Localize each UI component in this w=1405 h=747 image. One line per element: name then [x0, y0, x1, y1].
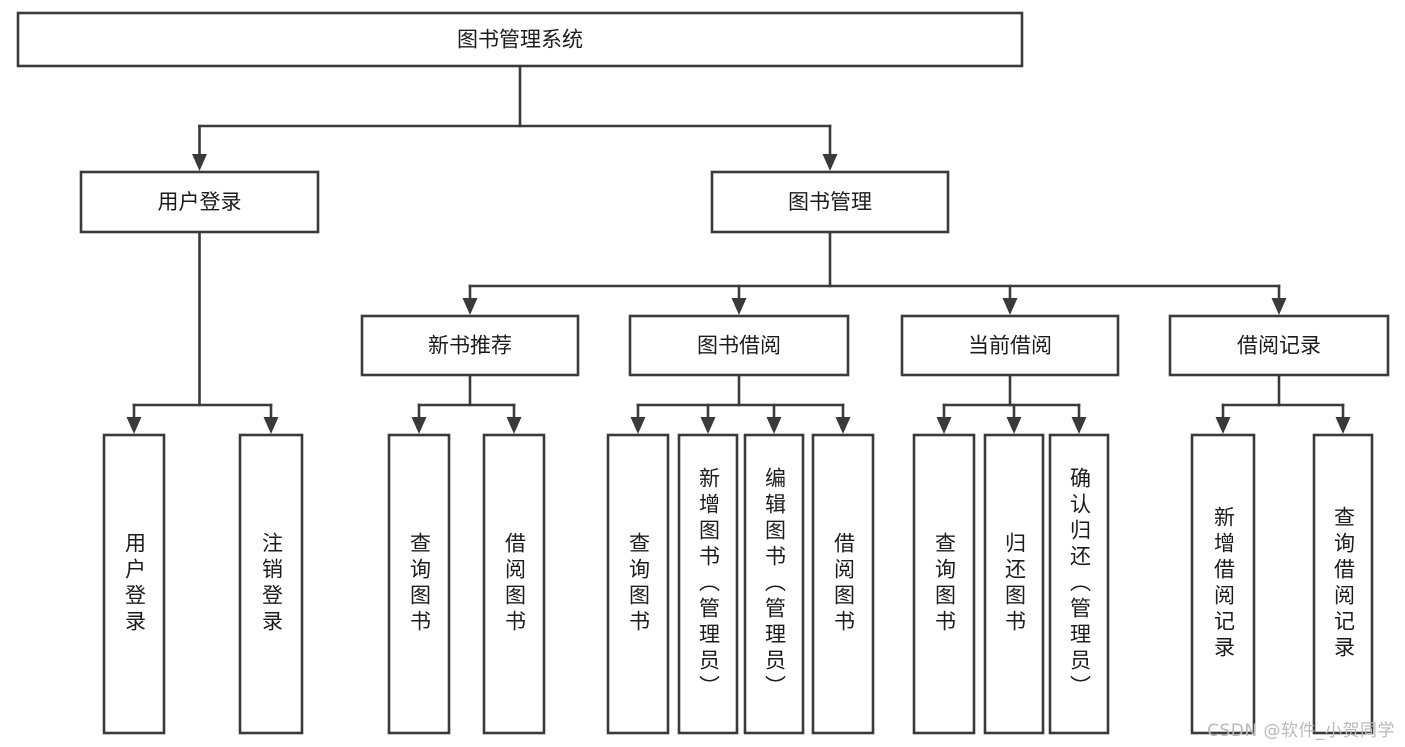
node-new-book-rec[interactable]: 新书推荐 [360, 314, 580, 377]
arrow-head-icon [835, 417, 851, 434]
node-box[interactable] [482, 433, 546, 735]
arrow-head-icon [126, 417, 142, 434]
node-leaf-add-book[interactable] [677, 433, 739, 735]
watermark: CSDN @软件_小贺同学 [1207, 721, 1395, 741]
node-book-borrow[interactable]: 图书借阅 [628, 314, 850, 377]
arrow-head-icon [936, 417, 952, 434]
arrow-head-icon [462, 298, 478, 315]
node-box[interactable] [606, 433, 670, 735]
arrow-head-icon [1071, 417, 1087, 434]
node-label: 借阅记录 [1237, 334, 1321, 358]
arrow-head-icon [1002, 298, 1018, 315]
node-box[interactable] [811, 433, 875, 735]
node-box[interactable] [387, 433, 451, 735]
node-leaf-confirm-return[interactable] [1048, 433, 1110, 735]
node-box[interactable] [1312, 433, 1374, 735]
node-leaf-user-login[interactable] [102, 433, 166, 735]
arrow-head-icon [630, 417, 646, 434]
arrow-head-icon [766, 417, 782, 434]
node-leaf-borrow-book-rec[interactable] [482, 433, 546, 735]
node-box[interactable] [360, 314, 580, 377]
node-leaf-return-book[interactable] [983, 433, 1045, 735]
node-label: 图书管理系统 [457, 28, 583, 52]
node-box[interactable] [238, 433, 304, 735]
node-borrow-record[interactable]: 借阅记录 [1168, 314, 1390, 377]
node-box[interactable] [710, 170, 950, 234]
arrow-head-icon [1271, 298, 1287, 315]
node-label: 图书管理 [788, 190, 872, 214]
arrow-head-icon [506, 417, 522, 434]
node-box[interactable] [628, 314, 850, 377]
node-leaf-query-book[interactable] [606, 433, 670, 735]
node-user-login[interactable]: 用户登录 [79, 170, 320, 234]
connector-layer [126, 64, 1351, 434]
node-box[interactable] [1190, 433, 1256, 735]
node-box[interactable] [912, 433, 976, 735]
node-book-manage[interactable]: 图书管理 [710, 170, 950, 234]
node-current-borrow[interactable]: 当前借阅 [900, 314, 1120, 377]
node-root[interactable]: 图书管理系统 [16, 11, 1024, 68]
node-leaf-user-logout[interactable] [238, 433, 304, 735]
node-label: 新书推荐 [428, 334, 512, 358]
node-box[interactable] [900, 314, 1120, 377]
node-box[interactable] [677, 433, 739, 735]
arrow-head-icon [1335, 417, 1351, 434]
node-box[interactable] [983, 433, 1045, 735]
node-leaf-add-record[interactable] [1190, 433, 1256, 735]
node-leaf-query-book-cur[interactable] [912, 433, 976, 735]
node-leaf-query-record[interactable] [1312, 433, 1374, 735]
node-box[interactable] [1048, 433, 1110, 735]
node-box[interactable] [16, 11, 1024, 68]
node-leaf-edit-book[interactable] [743, 433, 805, 735]
node-label: 图书借阅 [697, 334, 781, 358]
node-label: 用户登录 [158, 190, 242, 214]
arrow-head-icon [1006, 417, 1022, 434]
arrow-head-icon [1215, 417, 1231, 434]
arrow-head-icon [411, 417, 427, 434]
node-box[interactable] [743, 433, 805, 735]
node-box[interactable] [79, 170, 320, 234]
node-leaf-borrow-book[interactable] [811, 433, 875, 735]
arrow-head-icon [192, 154, 207, 171]
node-label: 当前借阅 [968, 334, 1052, 358]
arrow-head-icon [700, 417, 716, 434]
node-leaf-query-book-rec[interactable] [387, 433, 451, 735]
arrow-head-icon [822, 154, 838, 171]
arrow-head-icon [731, 298, 747, 315]
node-box[interactable] [1168, 314, 1390, 377]
arrow-head-icon [263, 417, 279, 434]
node-box[interactable] [102, 433, 166, 735]
